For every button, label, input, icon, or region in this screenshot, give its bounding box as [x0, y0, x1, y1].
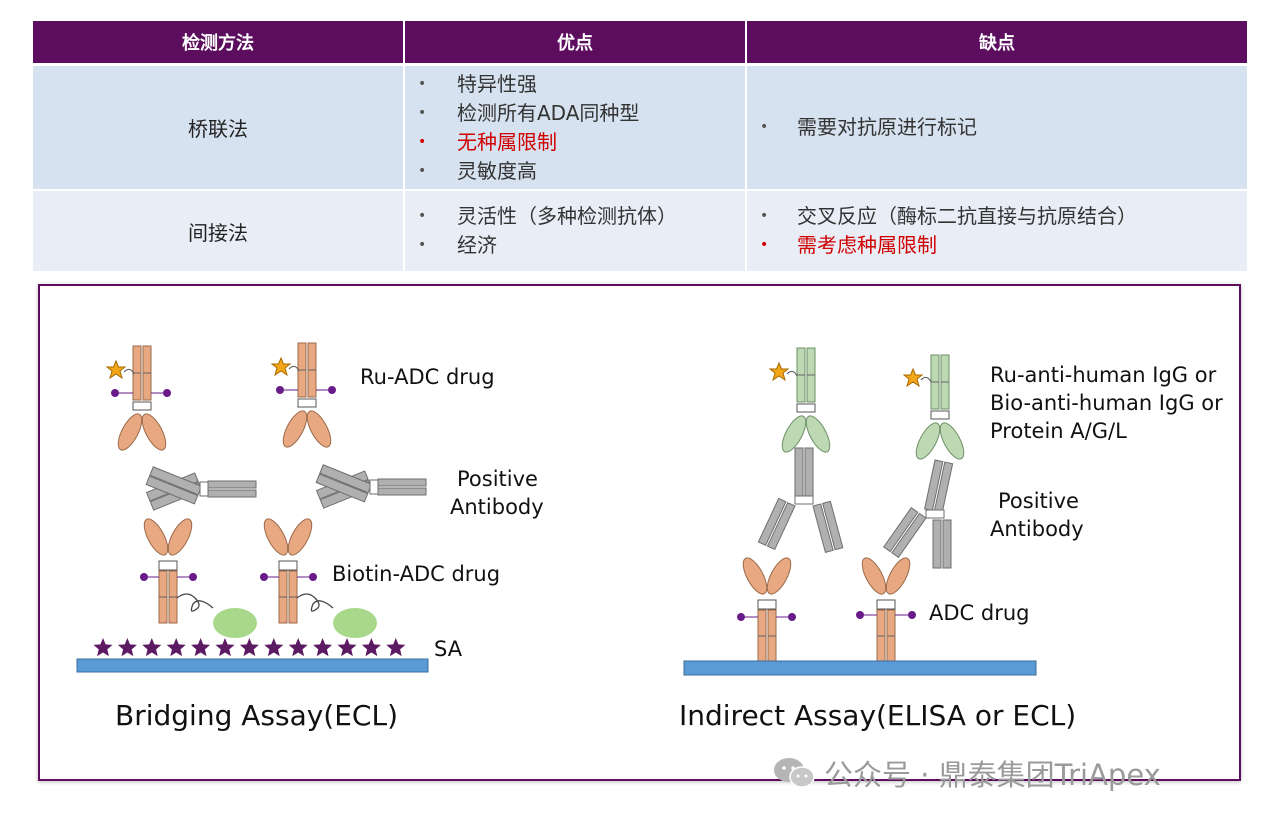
- sa-star: [166, 638, 186, 657]
- detection-label-line3: Protein A/G/L: [990, 419, 1127, 443]
- pros-cell: 特异性强 检测所有ADA同种型 无种属限制 灵敏度高: [405, 66, 747, 189]
- header-cons: 缺点: [747, 21, 1247, 63]
- ru-label-icon: [271, 357, 300, 376]
- pros-item: 灵敏度高: [405, 157, 745, 186]
- method-indirect: 间接法: [33, 191, 405, 271]
- pros-item-highlight: 无种属限制: [405, 128, 745, 157]
- watermark: 公众号 · 鼎泰集团TriApex: [772, 752, 1161, 794]
- table-row: 桥联法 特异性强 检测所有ADA同种型 无种属限制 灵敏度高 需要对抗原进行标记: [33, 66, 1247, 189]
- drug-payload-icon: [111, 386, 336, 397]
- method-bridging: 桥联法: [33, 66, 405, 189]
- positive-label-line2: Antibody: [990, 517, 1084, 541]
- positive-label-line2: Antibody: [450, 495, 544, 519]
- assay-plate: [76, 658, 429, 673]
- watermark-text: 公众号 · 鼎泰集团TriApex: [824, 758, 1161, 792]
- positive-antibody: [757, 447, 844, 553]
- pros-cell: 灵活性（多种检测抗体） 经济: [405, 191, 747, 271]
- ru-label-icon: [106, 360, 135, 379]
- cons-item-highlight: 需考虑种属限制: [747, 231, 1247, 260]
- sa-star: [313, 638, 333, 657]
- ru-adc-antibody: [113, 345, 171, 454]
- sa-star: [142, 638, 162, 657]
- pros-item: 检测所有ADA同种型: [405, 99, 745, 128]
- sa-star: [361, 638, 381, 657]
- positive-antibody: [315, 464, 427, 509]
- cons-cell: 需要对抗原进行标记: [747, 66, 1247, 189]
- positive-antibody: [145, 466, 257, 511]
- biotin-adc-antibody: [139, 515, 197, 624]
- drug-payload-icon: [737, 611, 916, 621]
- sa-star: [239, 638, 259, 657]
- sa-star-row: [93, 638, 406, 657]
- sa-star: [93, 638, 113, 657]
- cons-item: 需要对抗原进行标记: [747, 113, 1247, 142]
- bridging-assay-diagram: [76, 342, 429, 673]
- table-row: 间接法 灵活性（多种检测抗体） 经济 交叉反应（酶标二抗直接与抗原结合） 需考虑…: [33, 191, 1247, 271]
- pros-item: 灵活性（多种检测抗体）: [405, 202, 745, 231]
- drug-payload-icon: [140, 573, 317, 581]
- adc-drug-label: ADC drug: [929, 601, 1030, 625]
- comparison-table: 检测方法 优点 缺点 桥联法 特异性强 检测所有ADA同种型 无种属限制 灵敏度…: [33, 21, 1247, 271]
- biotin-adc-drug-label: Biotin-ADC drug: [332, 562, 501, 586]
- streptavidin-bead: [333, 608, 377, 638]
- header-method: 检测方法: [33, 21, 405, 63]
- ru-label-icon: [903, 368, 932, 387]
- header-pros: 优点: [405, 21, 747, 63]
- sa-label: SA: [434, 637, 463, 661]
- cons-item: 交叉反应（酶标二抗直接与抗原结合）: [747, 202, 1247, 231]
- ru-label-icon: [769, 362, 798, 381]
- detection-antibody: [777, 347, 835, 456]
- detection-label-line2: Bio-anti-human IgG or: [990, 391, 1223, 415]
- pros-item: 特异性强: [405, 70, 745, 99]
- positive-label-line1: Positive: [457, 467, 538, 491]
- assay-figure-frame: [38, 284, 1241, 781]
- bridging-assay-title: Bridging Assay(ECL): [115, 699, 398, 732]
- sa-star: [215, 638, 235, 657]
- wechat-icon: [774, 758, 815, 788]
- positive-antibody: [883, 459, 954, 569]
- adc-antibody: [857, 554, 915, 663]
- table-header-row: 检测方法 优点 缺点: [33, 21, 1247, 63]
- ru-adc-drug-label: Ru-ADC drug: [360, 365, 495, 389]
- sa-star: [264, 638, 284, 657]
- biotin-adc-antibody: [259, 515, 317, 624]
- assay-plate: [683, 660, 1037, 676]
- biotin-linker-icon: [176, 593, 334, 612]
- sa-star: [117, 638, 137, 657]
- streptavidin-bead: [213, 608, 257, 638]
- pros-item: 经济: [405, 231, 745, 260]
- sa-star: [191, 638, 211, 657]
- detection-label-line1: Ru-anti-human IgG or: [990, 363, 1217, 387]
- detection-antibody: [911, 354, 969, 463]
- indirect-assay-title: Indirect Assay(ELISA or ECL): [679, 699, 1077, 732]
- positive-label-line1: Positive: [998, 489, 1079, 513]
- ru-adc-antibody: [278, 342, 336, 451]
- sa-star: [386, 638, 406, 657]
- cons-cell: 交叉反应（酶标二抗直接与抗原结合） 需考虑种属限制: [747, 191, 1247, 271]
- sa-star: [288, 638, 308, 657]
- sa-star: [337, 638, 357, 657]
- indirect-assay-diagram: [683, 347, 1037, 676]
- adc-antibody: [738, 554, 796, 663]
